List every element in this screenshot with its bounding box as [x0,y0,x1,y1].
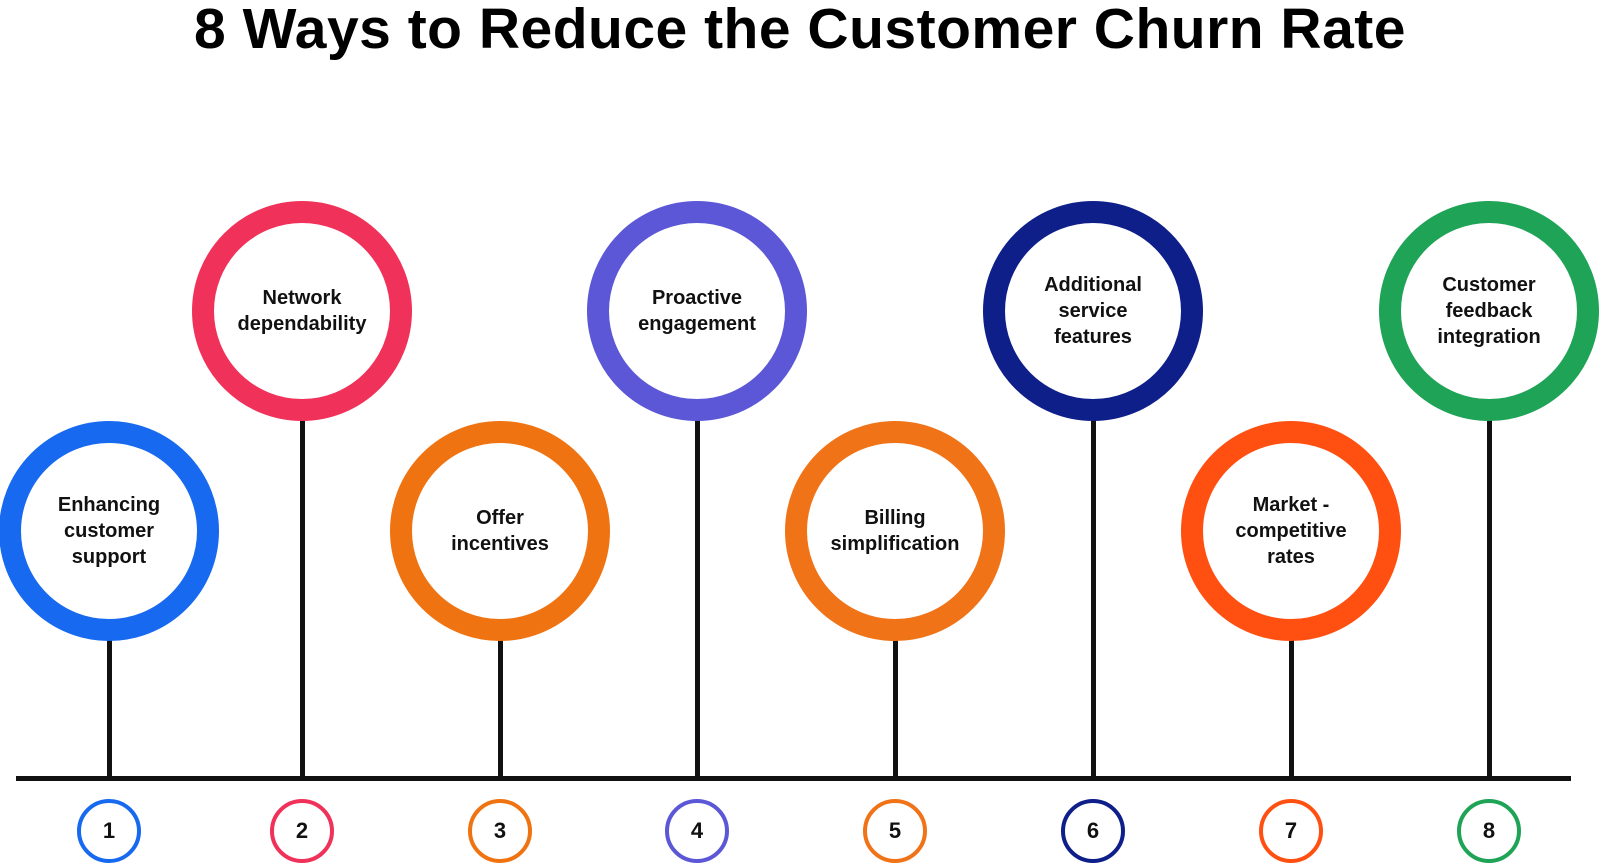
step-number-badge: 5 [863,799,927,863]
step-label: Customer feedback integration [1437,274,1541,348]
step-number-badge: 7 [1259,799,1323,863]
step-circle-8: Customer feedback integration [1379,201,1599,421]
step-connector-line [1486,416,1492,778]
step-circle-7: Market -competitive rates [1181,421,1401,641]
step-circle-6: Additional service features [983,201,1203,421]
step-label: Market -competitive rates [1235,494,1347,568]
step-connector-line [106,636,112,778]
step-circle-1: Enhancing customer support [0,421,219,641]
step-circle-5: Billing simplification [785,421,1005,641]
step-circle-3: Offer incentives [390,421,610,641]
step-circle-2: Network dependability [192,201,412,421]
step-circle-4: Proactive engagement [587,201,807,421]
step-number-badge: 1 [77,799,141,863]
step-label: Proactive engagement [638,287,756,335]
step-connector-line [299,416,305,778]
page-title: 8 Ways to Reduce the Customer Churn Rate [194,0,1406,61]
step-number-badge: 2 [270,799,334,863]
step-connector-line [694,416,700,778]
step-number-badge: 8 [1457,799,1521,863]
step-connector-line [1288,636,1294,778]
step-label: Enhancing customer support [57,494,161,568]
step-label: Offer incentives [451,507,549,555]
step-connector-line [892,636,898,778]
step-connector-line [1090,416,1096,778]
step-label: Billing simplification [830,507,960,555]
timeline-axis [16,776,1571,781]
step-label: Additional service features [1044,274,1142,348]
step-number-badge: 3 [468,799,532,863]
step-number-badge: 6 [1061,799,1125,863]
step-label: Network dependability [237,287,367,335]
step-number-badge: 4 [665,799,729,863]
step-connector-line [497,636,503,778]
